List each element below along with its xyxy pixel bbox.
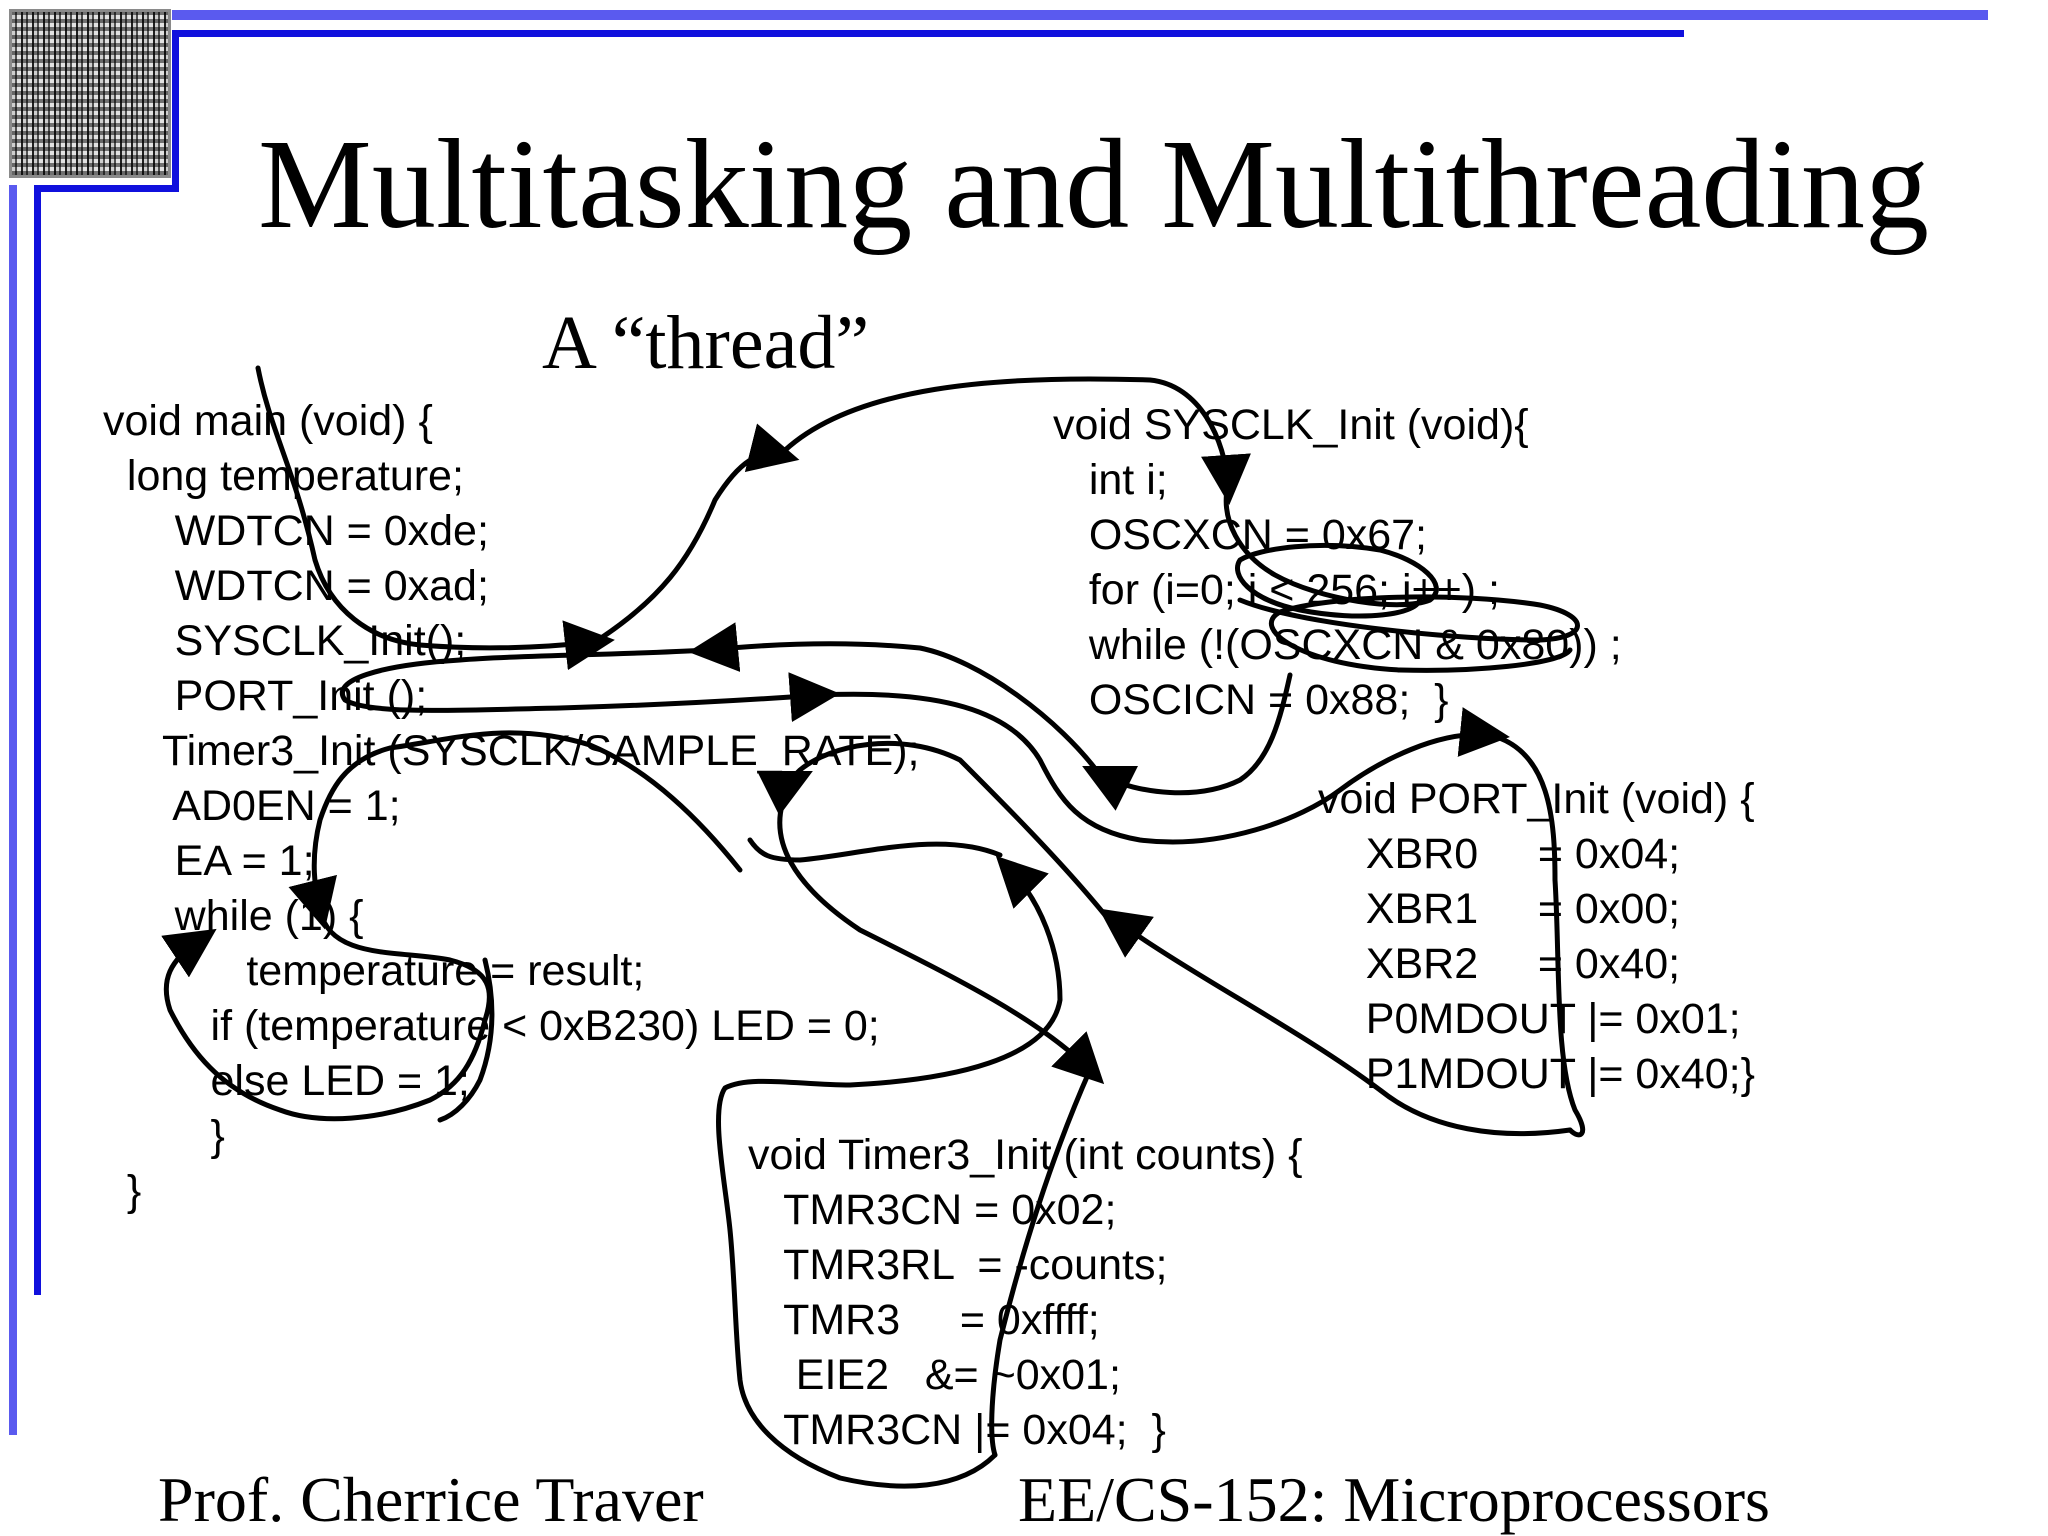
code-line: TMR3CN |= 0x04; } — [748, 1406, 1166, 1454]
code-line: TMR3 = 0xffff; — [748, 1296, 1100, 1344]
thread-timer3-main-path — [747, 837, 1003, 863]
thread-port-return-path — [1098, 908, 1573, 1137]
code-line: long temperature; — [103, 452, 464, 500]
code-line: EA = 1; — [103, 837, 315, 885]
code-line: } — [103, 1112, 225, 1160]
code-line: P0MDOUT |= 0x01; — [1318, 995, 1741, 1043]
code-line: TMR3CN = 0x02; — [748, 1186, 1117, 1234]
timer3-init-code: void Timer3_Init (int counts) { TMR3CN =… — [748, 1128, 1302, 1458]
code-line: XBR1 = 0x00; — [1318, 885, 1681, 933]
thread-sysclk-top-path — [777, 376, 1251, 505]
thread-entry-path — [255, 365, 615, 671]
code-line: void PORT_Init (void) { — [1318, 775, 1755, 823]
code-line: } — [103, 1167, 142, 1215]
thread-sysclk-return-main-path — [688, 622, 1103, 778]
thread-back-to-main-path — [288, 730, 743, 930]
slide-title: Multitasking and Multithreading — [258, 113, 1929, 255]
thread-to-port-path — [817, 691, 1510, 845]
code-line: TMR3RL = -counts; — [748, 1241, 1168, 1289]
sysclk-while-loop — [1237, 594, 1580, 673]
top-accent-bar — [172, 10, 1988, 20]
code-line: else LED = 1; — [103, 1057, 470, 1105]
top-frame-bar — [172, 30, 1684, 37]
code-line: WDTCN = 0xde; — [103, 507, 489, 555]
code-line: EIE2 &= ~0x01; — [748, 1351, 1121, 1399]
top-frame-stub — [172, 30, 179, 190]
thread-port-return-main-path — [756, 740, 1108, 918]
left-frame-bar — [34, 185, 41, 1295]
sysclk-for-loop — [1223, 482, 1439, 619]
code-line: for (i=0; i < 256; i++) ; — [1053, 566, 1500, 614]
code-line: int i; — [1053, 456, 1168, 504]
code-line: void main (void) { — [103, 397, 433, 445]
slide-subtitle: A “thread” — [542, 301, 870, 385]
code-line: void Timer3_Init (int counts) { — [748, 1131, 1303, 1179]
thread-return-loop-path — [340, 647, 840, 723]
code-line: void SYSCLK_Init (void){ — [1053, 401, 1529, 449]
thread-port-down-path — [1487, 732, 1586, 1138]
code-line: WDTCN = 0xad; — [103, 562, 489, 610]
chip-die-image-icon — [9, 9, 171, 178]
thread-to-sysclk-path — [592, 423, 800, 645]
footer-author: Prof. Cherrice Traver — [158, 1464, 704, 1535]
main-function-code: void main (void) { long temperature; WDT… — [103, 394, 919, 1219]
main-while-loop-vertical — [437, 957, 495, 1123]
left-accent-bar — [9, 185, 17, 1435]
footer-course: EE/CS-152: Microprocessors — [1018, 1464, 1770, 1535]
code-line: temperature = result; — [103, 947, 645, 995]
port-init-code: void PORT_Init (void) { XBR0 = 0x04; XBR… — [1318, 772, 1755, 1102]
left-frame-hbar — [34, 185, 179, 192]
code-line: SYSCLK_Init(); — [103, 617, 467, 665]
code-line: if (temperature < 0xB230) LED = 0; — [103, 1002, 880, 1050]
thread-sysclk-return-path — [1082, 672, 1293, 811]
thread-timer3-path — [989, 1067, 1093, 1458]
code-line: XBR2 = 0x40; — [1318, 940, 1681, 988]
thread-timer3-return-path — [716, 855, 1063, 1489]
code-line: XBR0 = 0x04; — [1318, 830, 1681, 878]
code-line: P1MDOUT |= 0x40;} — [1318, 1050, 1755, 1098]
sysclk-init-code: void SYSCLK_Init (void){ int i; OSCXCN =… — [1053, 398, 1622, 728]
main-while-loop — [161, 907, 492, 1122]
code-line: AD0EN = 1; — [103, 782, 401, 830]
thread-to-timer3-path — [777, 782, 1105, 1085]
